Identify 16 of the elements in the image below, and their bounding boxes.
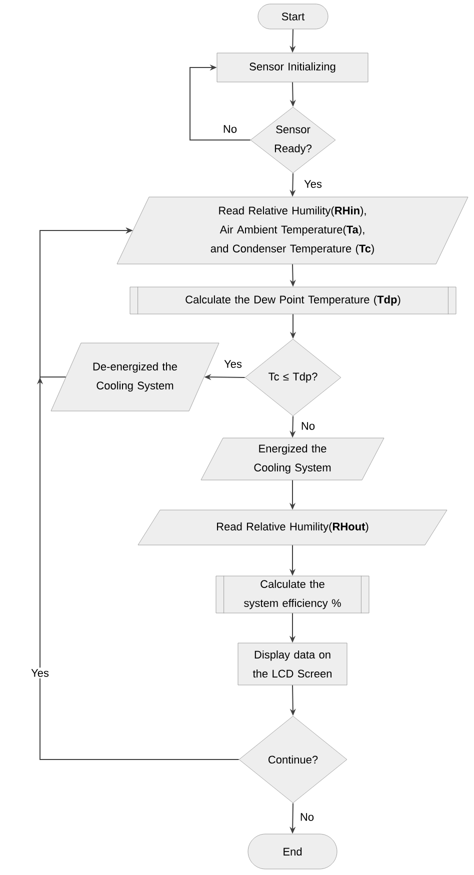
edge-label: No bbox=[221, 124, 239, 134]
data-parallelogram: Read Relative Humility(RHout) bbox=[138, 510, 448, 546]
edge-label: No bbox=[299, 420, 317, 432]
edge-label: No bbox=[298, 812, 316, 822]
data-parallelogram: De-energized the Cooling System bbox=[50, 342, 220, 412]
process-box: Display data on the LCD Screen bbox=[238, 642, 348, 686]
data-parallelogram: Energized the Cooling System bbox=[200, 438, 384, 480]
predefined-process-box: Calculate the system efficiency % bbox=[216, 576, 370, 614]
process-box: Sensor Initializing bbox=[216, 52, 368, 82]
arrow bbox=[36, 227, 240, 760]
arrow bbox=[190, 64, 251, 140]
edge-label: Yes bbox=[222, 358, 244, 370]
edge-label: Yes bbox=[30, 668, 50, 678]
data-parallelogram: Read Relative Humility(RHin), Air Ambient Temperature(Ta), and Condenser Temperature (Tc) bbox=[116, 196, 468, 264]
edge-label: Yes bbox=[302, 178, 324, 190]
predefined-process-box: Calculate the Dew Point Temperature (Tdp) bbox=[130, 286, 456, 314]
